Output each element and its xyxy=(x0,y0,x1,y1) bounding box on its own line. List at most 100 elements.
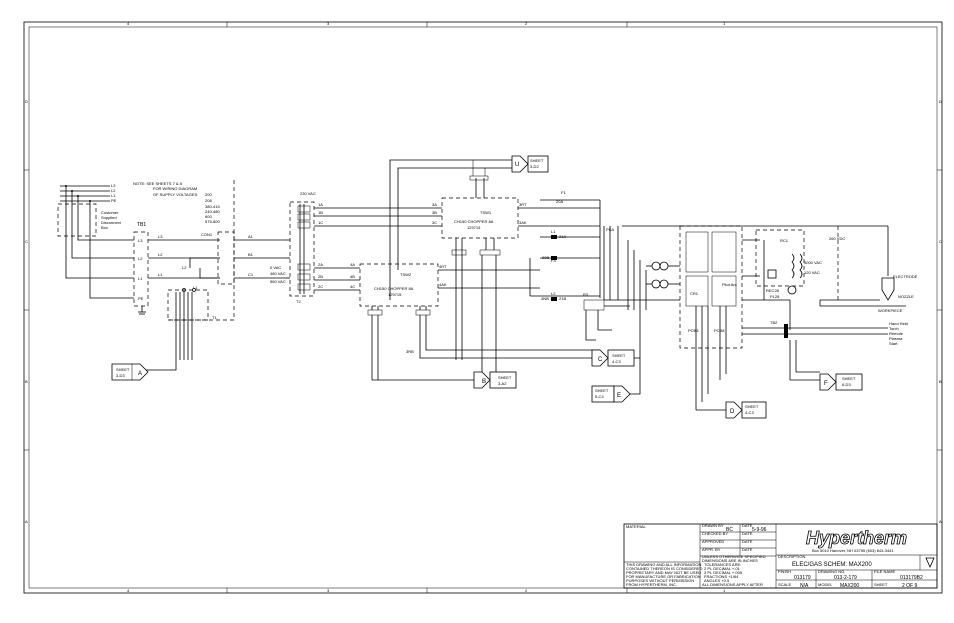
col-marker-top: 4 xyxy=(127,21,130,26)
model-label: MODEL xyxy=(818,582,833,587)
title-block: MATERIAL DRAWN BY BC DATE 5-9-96 CHECKED… xyxy=(623,523,938,589)
row-marker-right: B xyxy=(939,379,942,384)
tb1-box xyxy=(133,231,149,307)
row-marker-right: C xyxy=(939,239,942,244)
chopper-bottom-wire: 4C xyxy=(350,284,355,289)
row-markers: D C B A D C B A xyxy=(24,99,942,524)
col-marker-top: 1 xyxy=(723,21,726,26)
outer-border xyxy=(23,21,943,594)
tb2-label: TB2 xyxy=(770,320,778,325)
sheet-ref-value: 5-C4 xyxy=(595,394,604,399)
t2-top-wire: 1C xyxy=(318,220,323,225)
supply-line-label: L2 xyxy=(111,188,116,193)
row-marker-right: D xyxy=(939,99,942,104)
sheet-ref-letter: A xyxy=(138,371,142,377)
drawing-no-label: DRAWING NO. xyxy=(818,569,845,574)
proprietary-line: PROPRIETARY AND MAY NOT BE USED xyxy=(626,570,701,575)
chopper-top-part: 129715 xyxy=(467,225,481,230)
chopper-bottom-box xyxy=(359,263,439,307)
approved-label: APPROVED xyxy=(702,539,724,544)
sheet-ref-value: 3-A2 xyxy=(498,381,507,386)
date-label: DATE xyxy=(742,531,753,536)
file-name-label: FILE NAME xyxy=(874,569,895,574)
inductor-value: 21A xyxy=(559,234,566,239)
wire-tag: 3RB xyxy=(406,349,414,354)
sheet-ref-value: 6-D3 xyxy=(842,382,851,387)
sheet-ref-e: SHEET 5-C4 E xyxy=(591,310,641,403)
inner-border xyxy=(28,26,938,589)
t2-label: T2 xyxy=(296,299,301,304)
voltage-label: 260 VDC xyxy=(829,236,845,241)
tolerance-note: ALL DIMENSIONS APPLY AFTER xyxy=(702,582,763,587)
col-marker-top: 2 xyxy=(525,21,528,26)
chopper-top-tsw: TSW1 xyxy=(480,210,492,215)
sheet-ref-title: SHEET xyxy=(612,353,626,358)
tolerance-line: FRACTIONS +1/64 xyxy=(704,574,739,579)
date-value: 5-9-96 xyxy=(752,527,767,533)
fuse-value: 20B xyxy=(542,255,549,260)
finish-label: FINISH xyxy=(778,569,791,574)
electrode-label: ELECTRODE xyxy=(893,274,918,279)
t2-box xyxy=(289,201,315,297)
plus-label: PL28 xyxy=(770,294,780,299)
description-value: ELEC/GAS SCHEM: MAX200 xyxy=(792,562,872,568)
disconnect-label: Customer xyxy=(101,210,119,215)
pcb-enclosure: PCB3 PCB8 Pilot Arc CR1 xyxy=(679,225,790,410)
chopper-top-box xyxy=(441,197,519,239)
contactor-out: A1 xyxy=(248,234,254,239)
file-name-value: 013179B2 xyxy=(900,575,923,581)
chopper-top-title: CH150 CHOPPER 8A xyxy=(454,219,494,224)
sheet-ref-f: F SHEET 6-D3 xyxy=(819,373,863,391)
note-line: FOR WIRING DIAGRAM xyxy=(153,186,197,191)
rec-label: REC28 xyxy=(766,288,780,293)
note-voltage: 200 xyxy=(205,192,212,197)
scale-value: N/A xyxy=(800,583,809,589)
t2-top-wire: 1A xyxy=(318,202,323,207)
company-logo: Hypertherm xyxy=(806,528,907,548)
sheet-ref-title: SHEET xyxy=(498,375,512,380)
proprietary-line: CONTAINED THEREON IS CONSIDERED xyxy=(626,566,703,571)
col-marker-bottom: 4 xyxy=(127,588,130,593)
inductors-fuses: F1 20A L1 21A F4 20B L2 21B 4NB PSA R3 xyxy=(529,190,680,341)
chopper-bottom-tsw: TSW2 xyxy=(400,272,412,277)
mid-label: 3AK xyxy=(519,220,527,225)
drawn-by-label: DRAWN BY xyxy=(702,523,724,528)
terminal-note: Torch xyxy=(889,326,899,331)
chopper-top-wire: 3C xyxy=(432,220,437,225)
t2-voltage: 0 VAC xyxy=(270,265,281,270)
sheet-ref-a: SHEET 3-D3 A xyxy=(111,363,149,381)
tb1-terminal: L3 xyxy=(138,238,143,243)
pcb-label: PCB3 xyxy=(688,328,699,333)
note-voltage: 600 xyxy=(205,214,212,219)
t1-label: T1 xyxy=(212,315,217,320)
chopper-bottom-wire: 4A xyxy=(350,262,355,267)
fuse-label: F1 xyxy=(561,190,566,195)
appr-label: APPR. BY xyxy=(702,547,721,552)
proprietary-line: FOR MANUFACTURE OR FABRICATION xyxy=(626,574,701,579)
terminal-note: Remote xyxy=(889,331,904,336)
tolerance-line: 2 PL DECIMAL +.01 xyxy=(704,566,741,571)
chopper-top-wire: 3A xyxy=(432,202,437,207)
tolerance-label: UNLESS OTHERWISE SPECIFIED xyxy=(702,554,766,559)
col-marker-bottom: 1 xyxy=(723,588,726,593)
sheet-ref-u: U SHEET 3-D2 xyxy=(511,155,549,173)
sheet-ref-value: 4-C3 xyxy=(612,359,621,364)
t2-bottom-wire: 2C xyxy=(318,284,323,289)
checked-label: CHECKED BY xyxy=(702,531,728,536)
chopper-bottom-title: CH150 CHOPPER 8A xyxy=(374,286,414,291)
inductor-value: 21B xyxy=(559,296,566,301)
proprietary-line: PURPOSES WITHOUT PERMISSION xyxy=(626,578,694,583)
tb1-wire: L1 xyxy=(158,272,163,277)
t2-top-wire: 1B xyxy=(318,210,323,215)
chopper-bottom-part: 129715 xyxy=(388,292,402,297)
nozzle-label: NOZZLE xyxy=(898,294,914,299)
note-voltage: 575-600 xyxy=(205,219,220,224)
finish-value: 013179 xyxy=(794,575,811,581)
sheet-ref-title: SHEET xyxy=(595,388,609,393)
sheet-ref-value: 3-D2 xyxy=(530,164,539,169)
material-label: MATERIAL xyxy=(626,524,646,529)
sheet-label: SHEET xyxy=(874,582,888,587)
date-label: DATE xyxy=(742,547,753,552)
row-marker-left: C xyxy=(25,239,28,244)
